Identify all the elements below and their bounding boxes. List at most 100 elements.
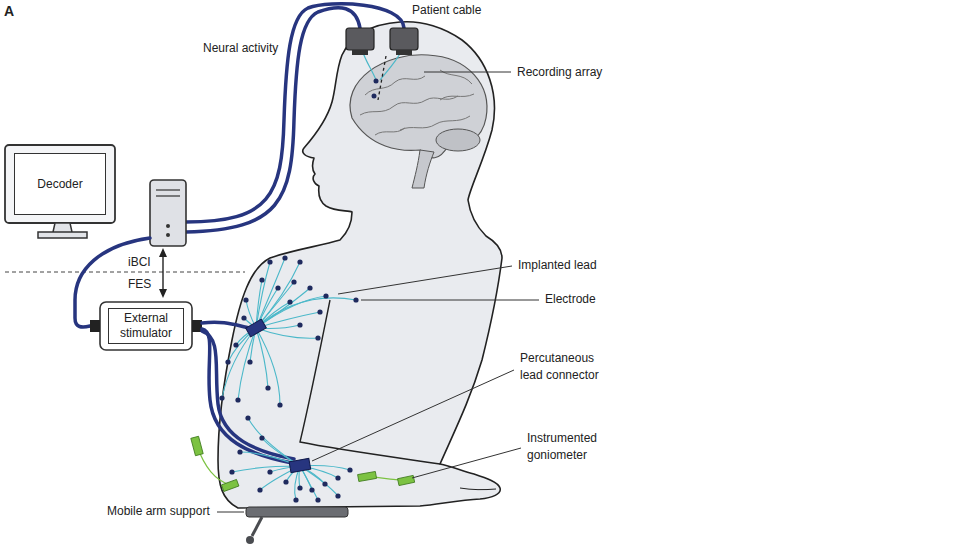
electrode-dot (317, 309, 322, 314)
panel-letter: A (4, 2, 14, 22)
electrodes (229, 415, 352, 502)
stimulator-cable (202, 322, 250, 328)
goniometer (191, 436, 203, 455)
implanted-lead (222, 328, 256, 398)
electrode-dot (243, 297, 248, 302)
electrodes (219, 255, 358, 407)
implanted-lead (256, 312, 320, 328)
implanted-leads (232, 418, 350, 500)
electrode-dot (323, 293, 328, 298)
goniometer-wire (197, 446, 406, 485)
leader-line (361, 300, 539, 301)
electrode-dot (347, 467, 352, 472)
implanted-lead (256, 298, 356, 328)
implanted-lead (248, 418, 300, 466)
array-dot (374, 79, 379, 84)
tower-slot (156, 189, 180, 190)
electrode-dot (353, 297, 358, 302)
part-label: Mobile arm support (107, 503, 210, 520)
implanted-lead (256, 328, 280, 405)
electrode-dot (267, 259, 272, 264)
electrode-dot (267, 469, 272, 474)
goniometer (358, 471, 377, 481)
patient-cable (186, 8, 360, 232)
system-label: iBCI (128, 254, 151, 271)
electrode-dot (277, 402, 282, 407)
array-track (378, 56, 386, 100)
finger-line (460, 488, 496, 490)
node-text: Decoder (37, 177, 82, 192)
electrode-dot (259, 435, 264, 440)
goniometer (398, 475, 415, 485)
electrode-dot (291, 279, 296, 284)
implanted-lead (256, 328, 318, 338)
electrode-dot (225, 359, 230, 364)
brain (350, 55, 487, 158)
double-arrow (162, 254, 163, 292)
electrode-dot (315, 335, 320, 340)
signal-label: Neural activity (203, 40, 278, 57)
tower-slot (156, 195, 180, 196)
monitor-screen: Decoder (14, 153, 106, 215)
electrode-dot (245, 415, 250, 420)
electrode-dot (297, 322, 302, 327)
part-label: Patient cable (412, 2, 481, 19)
brain-stem (412, 150, 434, 188)
arm-outline (300, 300, 440, 464)
electrode-dot (275, 285, 280, 290)
array-dot (372, 94, 377, 99)
electrode-dot (241, 315, 246, 320)
electrode-dot (237, 449, 242, 454)
electrode-dot (229, 469, 234, 474)
part-label: Electrode (545, 291, 596, 308)
tower-button (166, 224, 170, 228)
electrode-dot (297, 485, 302, 490)
arm-support-pivot (246, 536, 254, 544)
electrode-dot (297, 259, 302, 264)
leader-line (217, 512, 244, 513)
electrode-dot (233, 342, 238, 347)
leader-line (338, 266, 512, 294)
cable-connector (390, 28, 418, 50)
goniometer (221, 479, 238, 491)
electrode-dot (265, 385, 270, 390)
electrode-dot (293, 497, 298, 502)
implanted-lead (256, 328, 268, 388)
implanted-lead (256, 296, 326, 328)
leader-line (412, 448, 521, 478)
body-silhouette (218, 22, 502, 508)
electrode-dot (307, 285, 312, 290)
computer-tower (150, 180, 186, 246)
part-label: Percutaneous lead connector (520, 350, 620, 384)
electrode-dot (247, 359, 252, 364)
electrode-dot (335, 475, 340, 480)
node-text: External stimulator (112, 311, 180, 341)
lead-connector (246, 319, 267, 337)
lead-connector (289, 458, 311, 472)
connector-base (396, 50, 412, 55)
arm-support (246, 507, 348, 517)
electrode-dot (315, 497, 320, 502)
electrode-dot (335, 493, 340, 498)
cable-connector (346, 28, 374, 50)
connector-base (352, 50, 368, 55)
monitor-stand (38, 223, 87, 238)
electrode-dot (283, 479, 288, 484)
electrode-dot (287, 299, 292, 304)
electrode-dot (235, 397, 240, 402)
system-label: FES (128, 276, 151, 293)
implanted-lead (238, 328, 256, 400)
implanted-leads (222, 258, 356, 405)
brain-gyri (360, 70, 474, 135)
leader-line (424, 72, 511, 73)
electrode-dot (322, 481, 327, 486)
tower-button (166, 233, 170, 237)
patient-cable (186, 4, 404, 222)
stimulator-housing (100, 302, 192, 350)
part-label: Instrumented goniometer (527, 430, 627, 464)
stimulator-box: External stimulator (108, 308, 184, 344)
electrode-dot (219, 395, 224, 400)
part-label: Implanted lead (518, 257, 597, 274)
